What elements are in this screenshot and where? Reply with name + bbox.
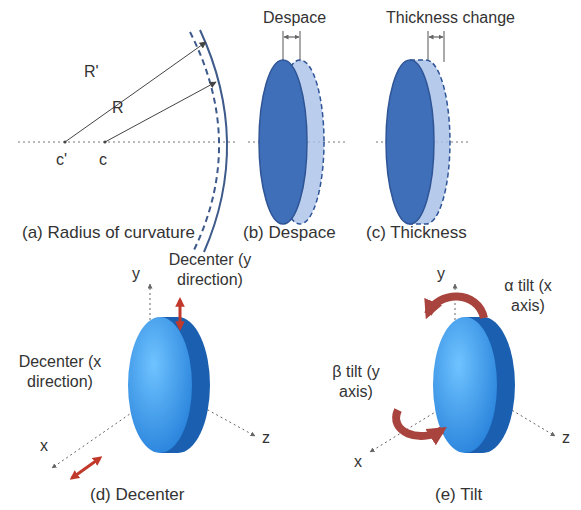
despace-figure	[248, 31, 345, 224]
axis-label: x	[40, 436, 48, 456]
tilt-label: α tilt (x axis)	[490, 276, 566, 316]
figure-caption: (d) Decenter	[90, 484, 184, 505]
radius-label: R'	[84, 62, 99, 82]
axis-label: y	[437, 264, 445, 284]
figure-caption: (b) Despace	[243, 222, 336, 243]
axis-label: z	[262, 428, 270, 448]
radius-figure	[18, 30, 236, 252]
figure-caption: (c) Thickness	[366, 222, 467, 243]
decenter-label: Decenter (x direction)	[8, 352, 112, 392]
decenter-label: Decenter (y direction)	[160, 250, 260, 290]
tilt-label: β tilt (y axis)	[318, 362, 394, 402]
center-label: c	[99, 150, 107, 170]
axis-label: y	[132, 264, 140, 284]
thickness-figure	[376, 31, 470, 224]
figure-caption: (a) Radius of curvature	[22, 222, 195, 243]
radius-label: R	[112, 98, 124, 118]
axis-label: z	[562, 428, 570, 448]
axis-label: x	[354, 452, 362, 472]
dimension-label: Thickness change	[386, 8, 515, 28]
center-label: c'	[56, 150, 67, 170]
figure-caption: (e) Tilt	[435, 484, 482, 505]
dimension-label: Despace	[263, 8, 326, 28]
